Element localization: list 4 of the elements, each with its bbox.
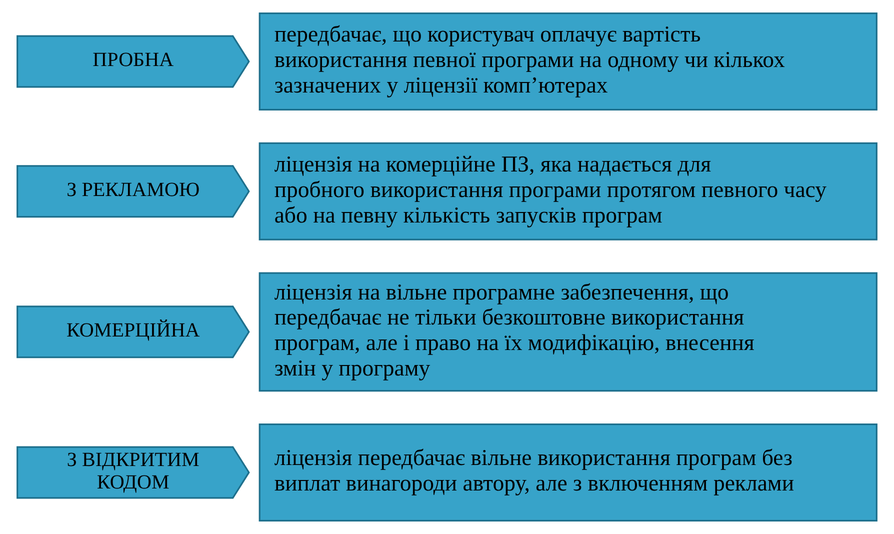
node-box: ліцензія на вільне програмне забезпечення, що передбачає не тільки безкоштовне використання програм, але і право на їх модифікацію, внесення змін у програму <box>258 272 878 392</box>
node-box: ліцензія передбачає вільне використання програм без виплат винагороди автору, але з включенням реклами <box>258 423 878 522</box>
node-box: ліцензія на комерційне ПЗ, яка надається для пробного використання програми протягом певного часу або на певну кількість запусків програм <box>258 142 878 240</box>
node-box: передбачає, що користувач оплачує вартість використання певної програми на одному чи кількох зазначених у ліцензії комп’ютерах <box>258 12 878 111</box>
